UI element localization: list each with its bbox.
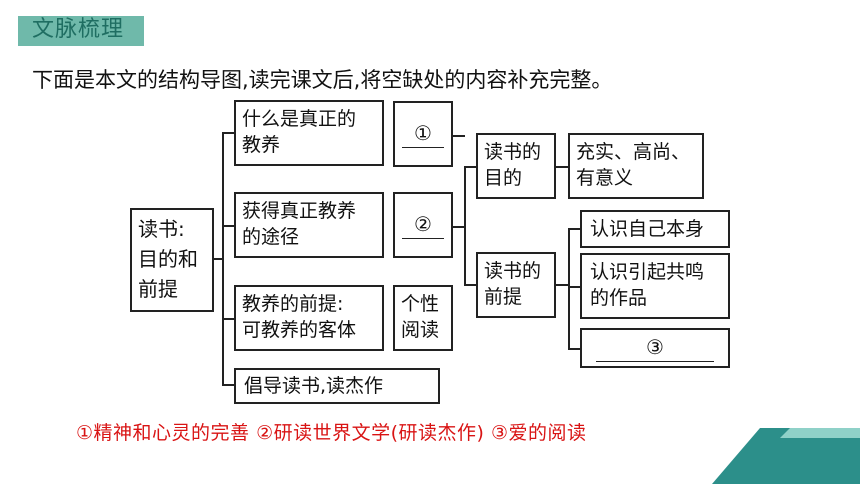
decorative-corner bbox=[712, 428, 860, 484]
bracket-tick-1 bbox=[222, 132, 234, 134]
branch-premise-of-cultivation: 教养的前提: 可教养的客体 bbox=[234, 285, 384, 351]
premise-connector bbox=[556, 284, 569, 286]
bracket-tick-4 bbox=[222, 384, 234, 386]
blank-3-marker: ③ bbox=[596, 335, 714, 362]
branch-way-to-cultivation: 获得真正教养 的途径 bbox=[234, 192, 384, 258]
blank-2[interactable]: ② bbox=[393, 192, 453, 258]
blank-1-marker: ① bbox=[402, 121, 444, 148]
section-title-bar bbox=[18, 16, 144, 46]
reading-premise-node: 读书的 前提 bbox=[476, 252, 556, 318]
root-node: 读书: 目的和 前提 bbox=[130, 208, 214, 312]
blank-3[interactable]: ③ bbox=[580, 328, 730, 368]
branch-what-is-cultivation: 什么是真正的 教养 bbox=[234, 100, 384, 166]
premise-know-yourself: 认识自己本身 bbox=[580, 210, 730, 248]
mid-bracket-tick-purpose bbox=[464, 166, 476, 168]
reading-purpose-value: 充实、高尚、 有意义 bbox=[568, 133, 704, 199]
answer-key: ①精神和心灵的完善 ②研读世界文学(研读杰作) ③爱的阅读 bbox=[76, 422, 587, 444]
individual-reading-box: 个性 阅读 bbox=[393, 285, 453, 351]
bracket-tick-3 bbox=[222, 318, 234, 320]
branch-advocate-reading: 倡导读书,读杰作 bbox=[234, 368, 440, 404]
premise-resonant-works: 认识引起共鸣 的作品 bbox=[580, 253, 730, 319]
premise-tick-3 bbox=[568, 348, 580, 350]
blank-2-marker: ② bbox=[402, 212, 444, 239]
section-title: 文脉梳理 bbox=[32, 17, 125, 42]
corner-light-stripe bbox=[780, 428, 860, 438]
bracket-tick-2 bbox=[222, 225, 234, 227]
premise-tick-1 bbox=[568, 228, 580, 230]
premise-bracket-vertical bbox=[568, 228, 570, 350]
reading-purpose-node: 读书的 目的 bbox=[476, 133, 556, 199]
root-connector bbox=[214, 258, 224, 260]
blank-1[interactable]: ① bbox=[393, 101, 453, 167]
premise-tick-2 bbox=[568, 286, 580, 288]
mid-bracket-mid-connector bbox=[453, 226, 465, 228]
mid-bracket-vertical bbox=[464, 166, 466, 286]
purpose-connector bbox=[556, 166, 568, 168]
root-bracket-vertical bbox=[222, 132, 224, 386]
mid-bracket-top-connector bbox=[453, 135, 465, 137]
corner-teal-shape bbox=[712, 428, 860, 484]
instruction-text: 下面是本文的结构导图,读完课文后,将空缺处的内容补充完整。 bbox=[32, 68, 613, 92]
mid-bracket-tick-premise bbox=[464, 284, 476, 286]
